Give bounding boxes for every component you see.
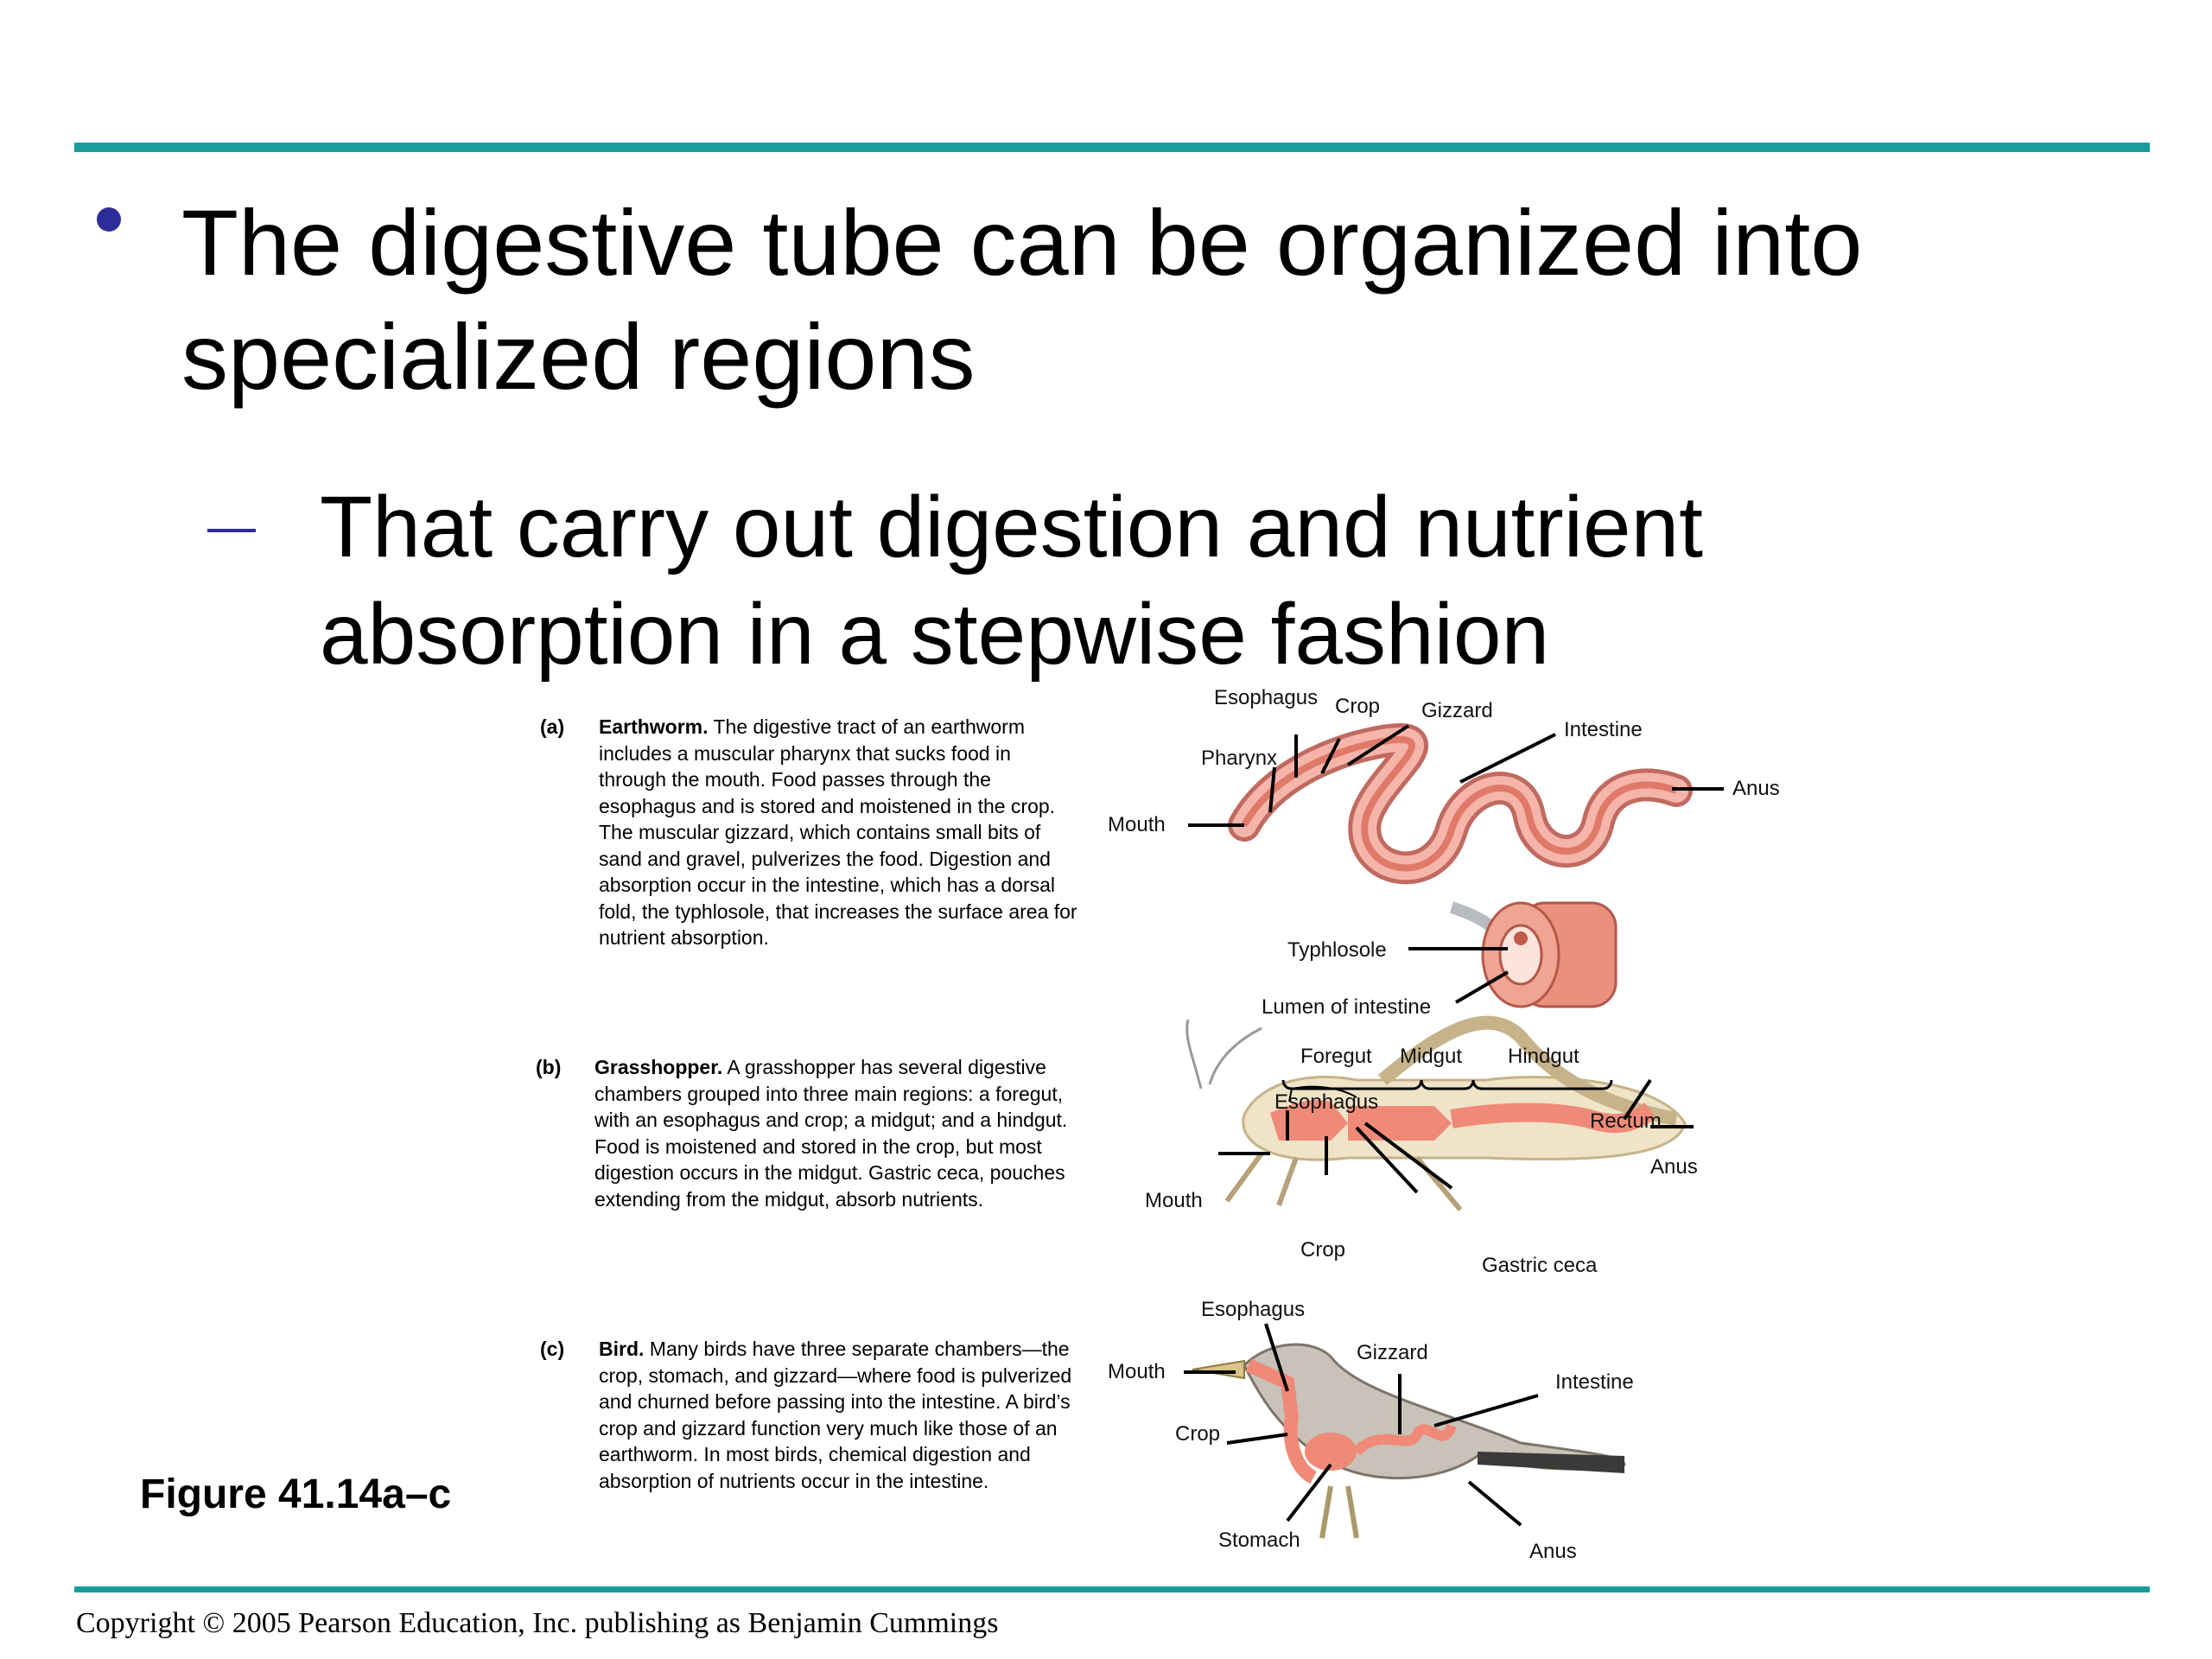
digestive-diagrams: Esophagus Crop Gizzard Pharynx Intestine… <box>1108 686 1780 1563</box>
leader-line <box>1363 1122 1453 1190</box>
label-midgut: Midgut <box>1400 1045 1462 1068</box>
bottom-divider <box>74 1586 2150 1592</box>
antenna <box>1208 1027 1262 1085</box>
grasshopper-midgut <box>1348 1106 1452 1141</box>
figure-label: Figure 41.14a–c <box>140 1471 452 1517</box>
grasshopper-diagram: Foregut Midgut Hindgut Esophagus Rectum … <box>1145 1015 1698 1277</box>
leader-line <box>1264 1323 1289 1392</box>
label-rectum: Rectum <box>1590 1109 1662 1133</box>
leader-line <box>1346 724 1410 766</box>
label-typhlosole: Typhlosole <box>1287 938 1387 962</box>
sub-bullet: That carry out digestion and nutrient ab… <box>320 479 1703 683</box>
label-intestine: Intestine <box>1555 1370 1634 1394</box>
bird-tail <box>1478 1452 1624 1473</box>
label-esophagus: Esophagus <box>1201 1298 1305 1321</box>
caption-earthworm: (a) Earthworm. The digestive tract of an… <box>540 714 1083 951</box>
grasshopper-hind-leg <box>1377 1015 1678 1126</box>
leader-line <box>1268 766 1276 813</box>
label-anus: Anus <box>1650 1155 1698 1179</box>
typhlosole-fold <box>1514 931 1528 945</box>
label-intestine: Intestine <box>1564 718 1643 741</box>
top-divider <box>74 143 2150 152</box>
caption-body: Many birds have three separate chambers—… <box>599 1338 1072 1492</box>
caption-tag: (c) <box>540 1338 565 1360</box>
label-foregut: Foregut <box>1300 1045 1372 1068</box>
bird-beak <box>1192 1359 1245 1380</box>
caption-heading: Bird. <box>599 1338 645 1360</box>
grasshopper-crop <box>1270 1100 1348 1141</box>
label-crop: Crop <box>1335 695 1380 718</box>
bird-legs <box>1319 1485 1359 1539</box>
earthworm-gut <box>1241 736 1678 872</box>
label-gastric-ceca: Gastric ceca <box>1482 1254 1598 1277</box>
label-pharynx: Pharynx <box>1201 747 1277 770</box>
earthworm-diagram: Esophagus Crop Gizzard Pharynx Intestine… <box>1108 686 1780 1019</box>
leader-line <box>1355 1126 1419 1194</box>
leader-line <box>1433 1394 1539 1427</box>
caption-tag: (b) <box>536 1056 562 1078</box>
label-gizzard: Gizzard <box>1421 699 1493 722</box>
label-mouth: Mouth <box>1108 813 1166 836</box>
label-lumen: Lumen of intestine <box>1262 995 1431 1019</box>
caption-tag: (a) <box>540 715 565 738</box>
caption-bird: (c) Bird. Many birds have three separate… <box>540 1336 1109 1494</box>
label-esophagus: Esophagus <box>1274 1090 1378 1114</box>
bird-esophagus-crop <box>1245 1358 1318 1484</box>
grasshopper-legs <box>1224 1152 1463 1211</box>
leader-line <box>1623 1078 1652 1121</box>
main-bullet: The digestive tube can be organized into… <box>181 190 1863 409</box>
label-stomach: Stomach <box>1218 1529 1300 1552</box>
label-mouth: Mouth <box>1108 1360 1166 1383</box>
copyright-notice: Copyright © 2005 Pearson Education, Inc.… <box>76 1607 999 1639</box>
label-anus: Anus <box>1529 1540 1577 1563</box>
bird-diagram: Esophagus Gizzard Mouth Intestine Crop S… <box>1108 1298 1634 1563</box>
bullet-dot-icon <box>97 207 121 232</box>
caption-heading: Earthworm. <box>599 715 709 738</box>
label-crop: Crop <box>1300 1238 1345 1262</box>
sub-bullet-dash-icon <box>207 529 256 532</box>
caption-heading: Grasshopper. <box>594 1056 723 1078</box>
caption-grasshopper: (b) Grasshopper. A grasshopper has sever… <box>536 1054 1078 1212</box>
label-gizzard: Gizzard <box>1357 1341 1428 1364</box>
intestine-lumen <box>1498 924 1543 986</box>
leader-line <box>1467 1480 1522 1527</box>
grasshopper-hindgut <box>1450 1102 1656 1134</box>
label-hindgut: Hindgut <box>1508 1045 1580 1068</box>
caption-body: The digestive tract of an earthworm incl… <box>599 715 1077 949</box>
antenna <box>1185 1019 1203 1090</box>
label-anus: Anus <box>1732 777 1780 800</box>
bird-intestine <box>1352 1423 1457 1456</box>
leader-line <box>1459 733 1556 784</box>
label-mouth: Mouth <box>1145 1189 1203 1212</box>
leader-line <box>1454 970 1510 1004</box>
leader-line <box>1286 1463 1332 1522</box>
leader-line <box>1226 1433 1288 1445</box>
bird-stomach <box>1305 1433 1357 1471</box>
leader-line <box>1320 738 1341 774</box>
caption-body: A grasshopper has several digestive cham… <box>594 1056 1068 1211</box>
hindgut-brace <box>1471 1079 1613 1090</box>
label-esophagus: Esophagus <box>1214 686 1318 709</box>
label-crop: Crop <box>1175 1422 1220 1446</box>
